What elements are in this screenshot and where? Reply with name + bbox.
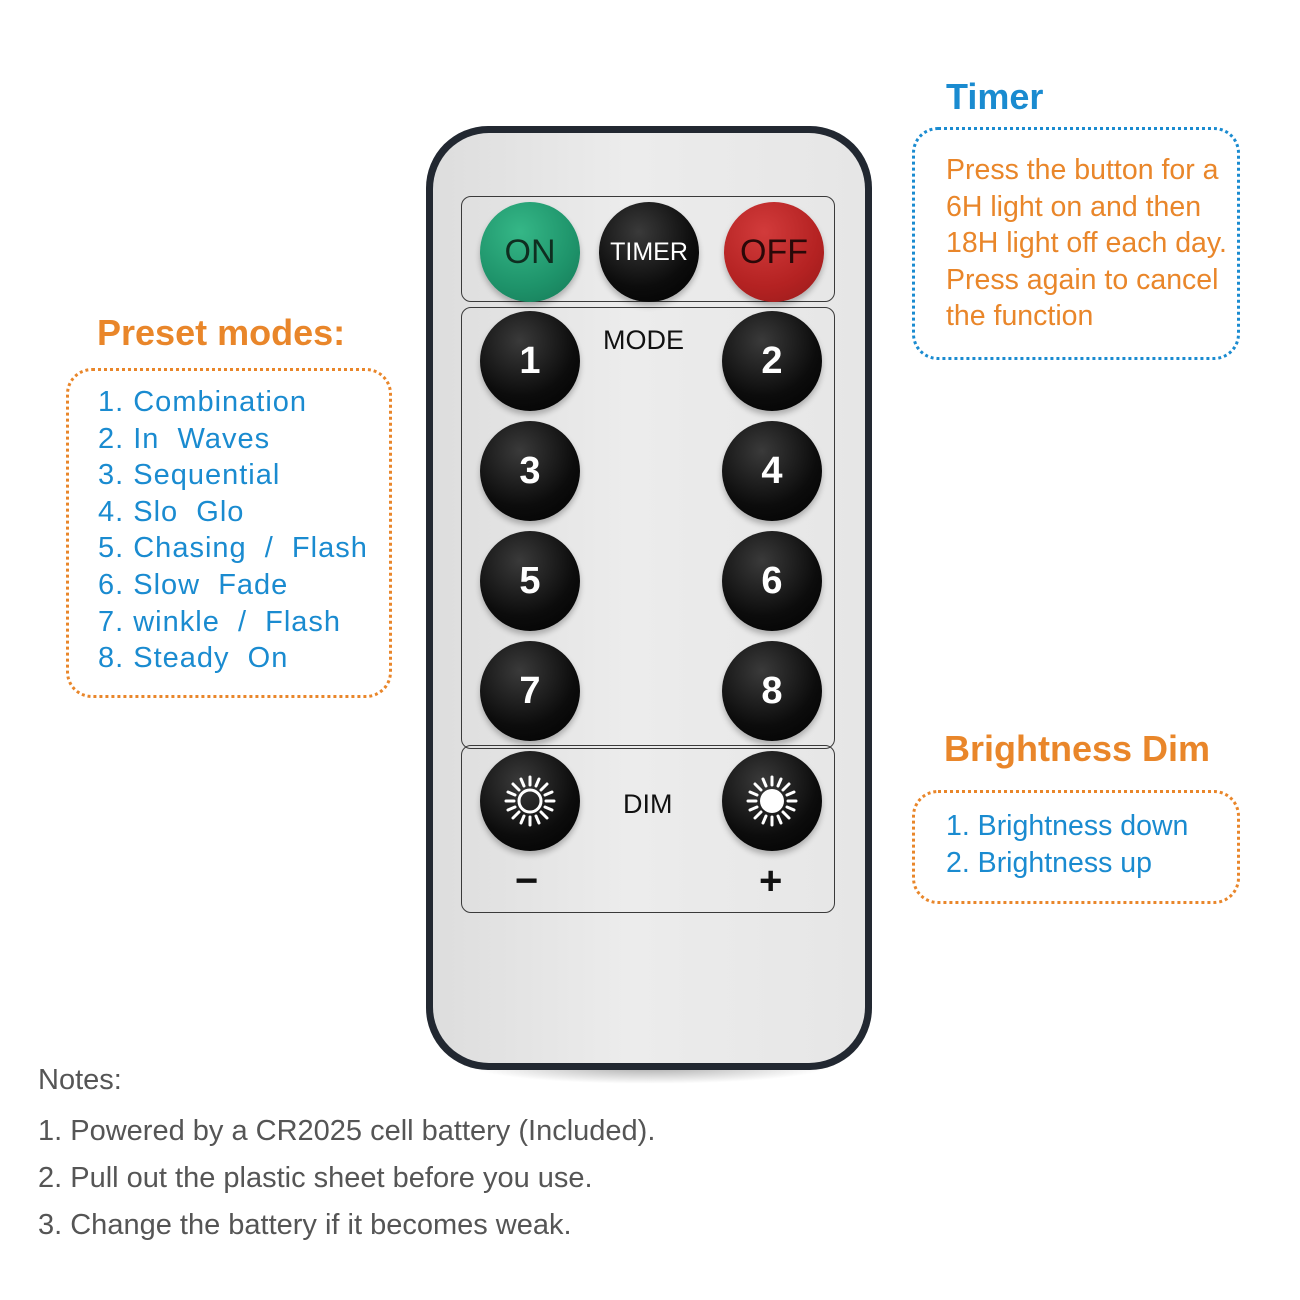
off-button[interactable]: OFF — [724, 202, 824, 302]
preset-mode-item: 6. Slow Fade — [98, 568, 289, 601]
mode-button-label: 4 — [761, 449, 783, 492]
timer-line: the function — [946, 300, 1094, 333]
remote-control: ON TIMER OFF MODE 1 2 3 4 5 6 7 8 DIM — [426, 126, 872, 1070]
dim-down-button[interactable] — [480, 751, 580, 851]
timer-box — [912, 127, 1240, 360]
preset-modes-heading: Preset modes: — [97, 312, 346, 353]
mode-label: MODE — [603, 325, 684, 355]
mode-panel — [461, 307, 835, 749]
mode-button-2[interactable]: 2 — [722, 311, 822, 411]
remote-face: ON TIMER OFF MODE 1 2 3 4 5 6 7 8 DIM — [433, 133, 865, 1063]
mode-button-label: 6 — [761, 559, 783, 602]
sun-filled-icon — [746, 775, 798, 827]
note-item: 1. Powered by a CR2025 cell battery (Inc… — [38, 1115, 656, 1147]
timer-button-label: TIMER — [610, 237, 688, 266]
on-button[interactable]: ON — [480, 202, 580, 302]
mode-button-label: 1 — [519, 339, 541, 382]
preset-mode-item: 1. Combination — [98, 386, 308, 418]
dim-label: DIM — [623, 789, 673, 819]
brightness-dim-box — [912, 790, 1240, 904]
mode-button-label: 8 — [761, 669, 783, 712]
on-button-label: ON — [504, 232, 556, 271]
preset-modes-list: 1. Combination 2. In Waves 3. Sequential… — [98, 384, 368, 677]
note-item: 2. Pull out the plastic sheet before you… — [38, 1162, 593, 1194]
preset-mode-item: 2. In Waves — [98, 422, 271, 455]
plus-sign: + — [759, 859, 783, 903]
mode-button-5[interactable]: 5 — [480, 531, 580, 631]
mode-button-7[interactable]: 7 — [480, 641, 580, 741]
preset-mode-item: 5. Chasing / Flash — [98, 532, 368, 565]
notes-title: Notes: — [38, 1064, 122, 1096]
dim-panel — [461, 745, 835, 913]
brightness-dim-item: 1. Brightness down — [946, 810, 1189, 842]
timer-line: 18H light off each day. — [946, 227, 1227, 260]
mode-button-8[interactable]: 8 — [722, 641, 822, 741]
timer-line: Press again to cancel — [946, 263, 1219, 296]
note-item: 3. Change the battery if it becomes weak… — [38, 1209, 572, 1241]
notes-list: 1. Powered by a CR2025 cell battery (Inc… — [38, 1108, 655, 1249]
dim-up-button[interactable] — [722, 751, 822, 851]
mode-button-1[interactable]: 1 — [480, 311, 580, 411]
timer-line: Press the button for a — [946, 154, 1219, 186]
mode-button-label: 2 — [761, 339, 783, 382]
brightness-dim-item: 2. Brightness up — [946, 847, 1152, 879]
preset-modes-box — [66, 368, 392, 698]
brightness-dim-heading: Brightness Dim — [944, 728, 1211, 769]
preset-mode-item: 3. Sequential — [98, 459, 281, 492]
preset-mode-item: 4. Slo Glo — [98, 495, 245, 528]
timer-line: 6H light on and then — [946, 190, 1202, 223]
timer-heading: Timer — [946, 76, 1044, 117]
mode-button-4[interactable]: 4 — [722, 421, 822, 521]
preset-mode-item: 8. Steady On — [98, 642, 289, 675]
mode-button-6[interactable]: 6 — [722, 531, 822, 631]
mode-button-label: 5 — [519, 559, 541, 602]
preset-mode-item: 7. winkle / Flash — [98, 605, 342, 638]
brightness-dim-list: 1. Brightness down 2. Brightness up — [946, 808, 1188, 882]
mode-button-label: 7 — [519, 669, 541, 712]
mode-button-label: 3 — [519, 449, 541, 492]
minus-sign: − — [515, 859, 539, 903]
timer-description: Press the button for a 6H light on and t… — [946, 152, 1227, 335]
timer-button[interactable]: TIMER — [599, 202, 699, 302]
sun-outline-icon — [504, 775, 556, 827]
off-button-label: OFF — [740, 232, 808, 271]
mode-button-3[interactable]: 3 — [480, 421, 580, 521]
